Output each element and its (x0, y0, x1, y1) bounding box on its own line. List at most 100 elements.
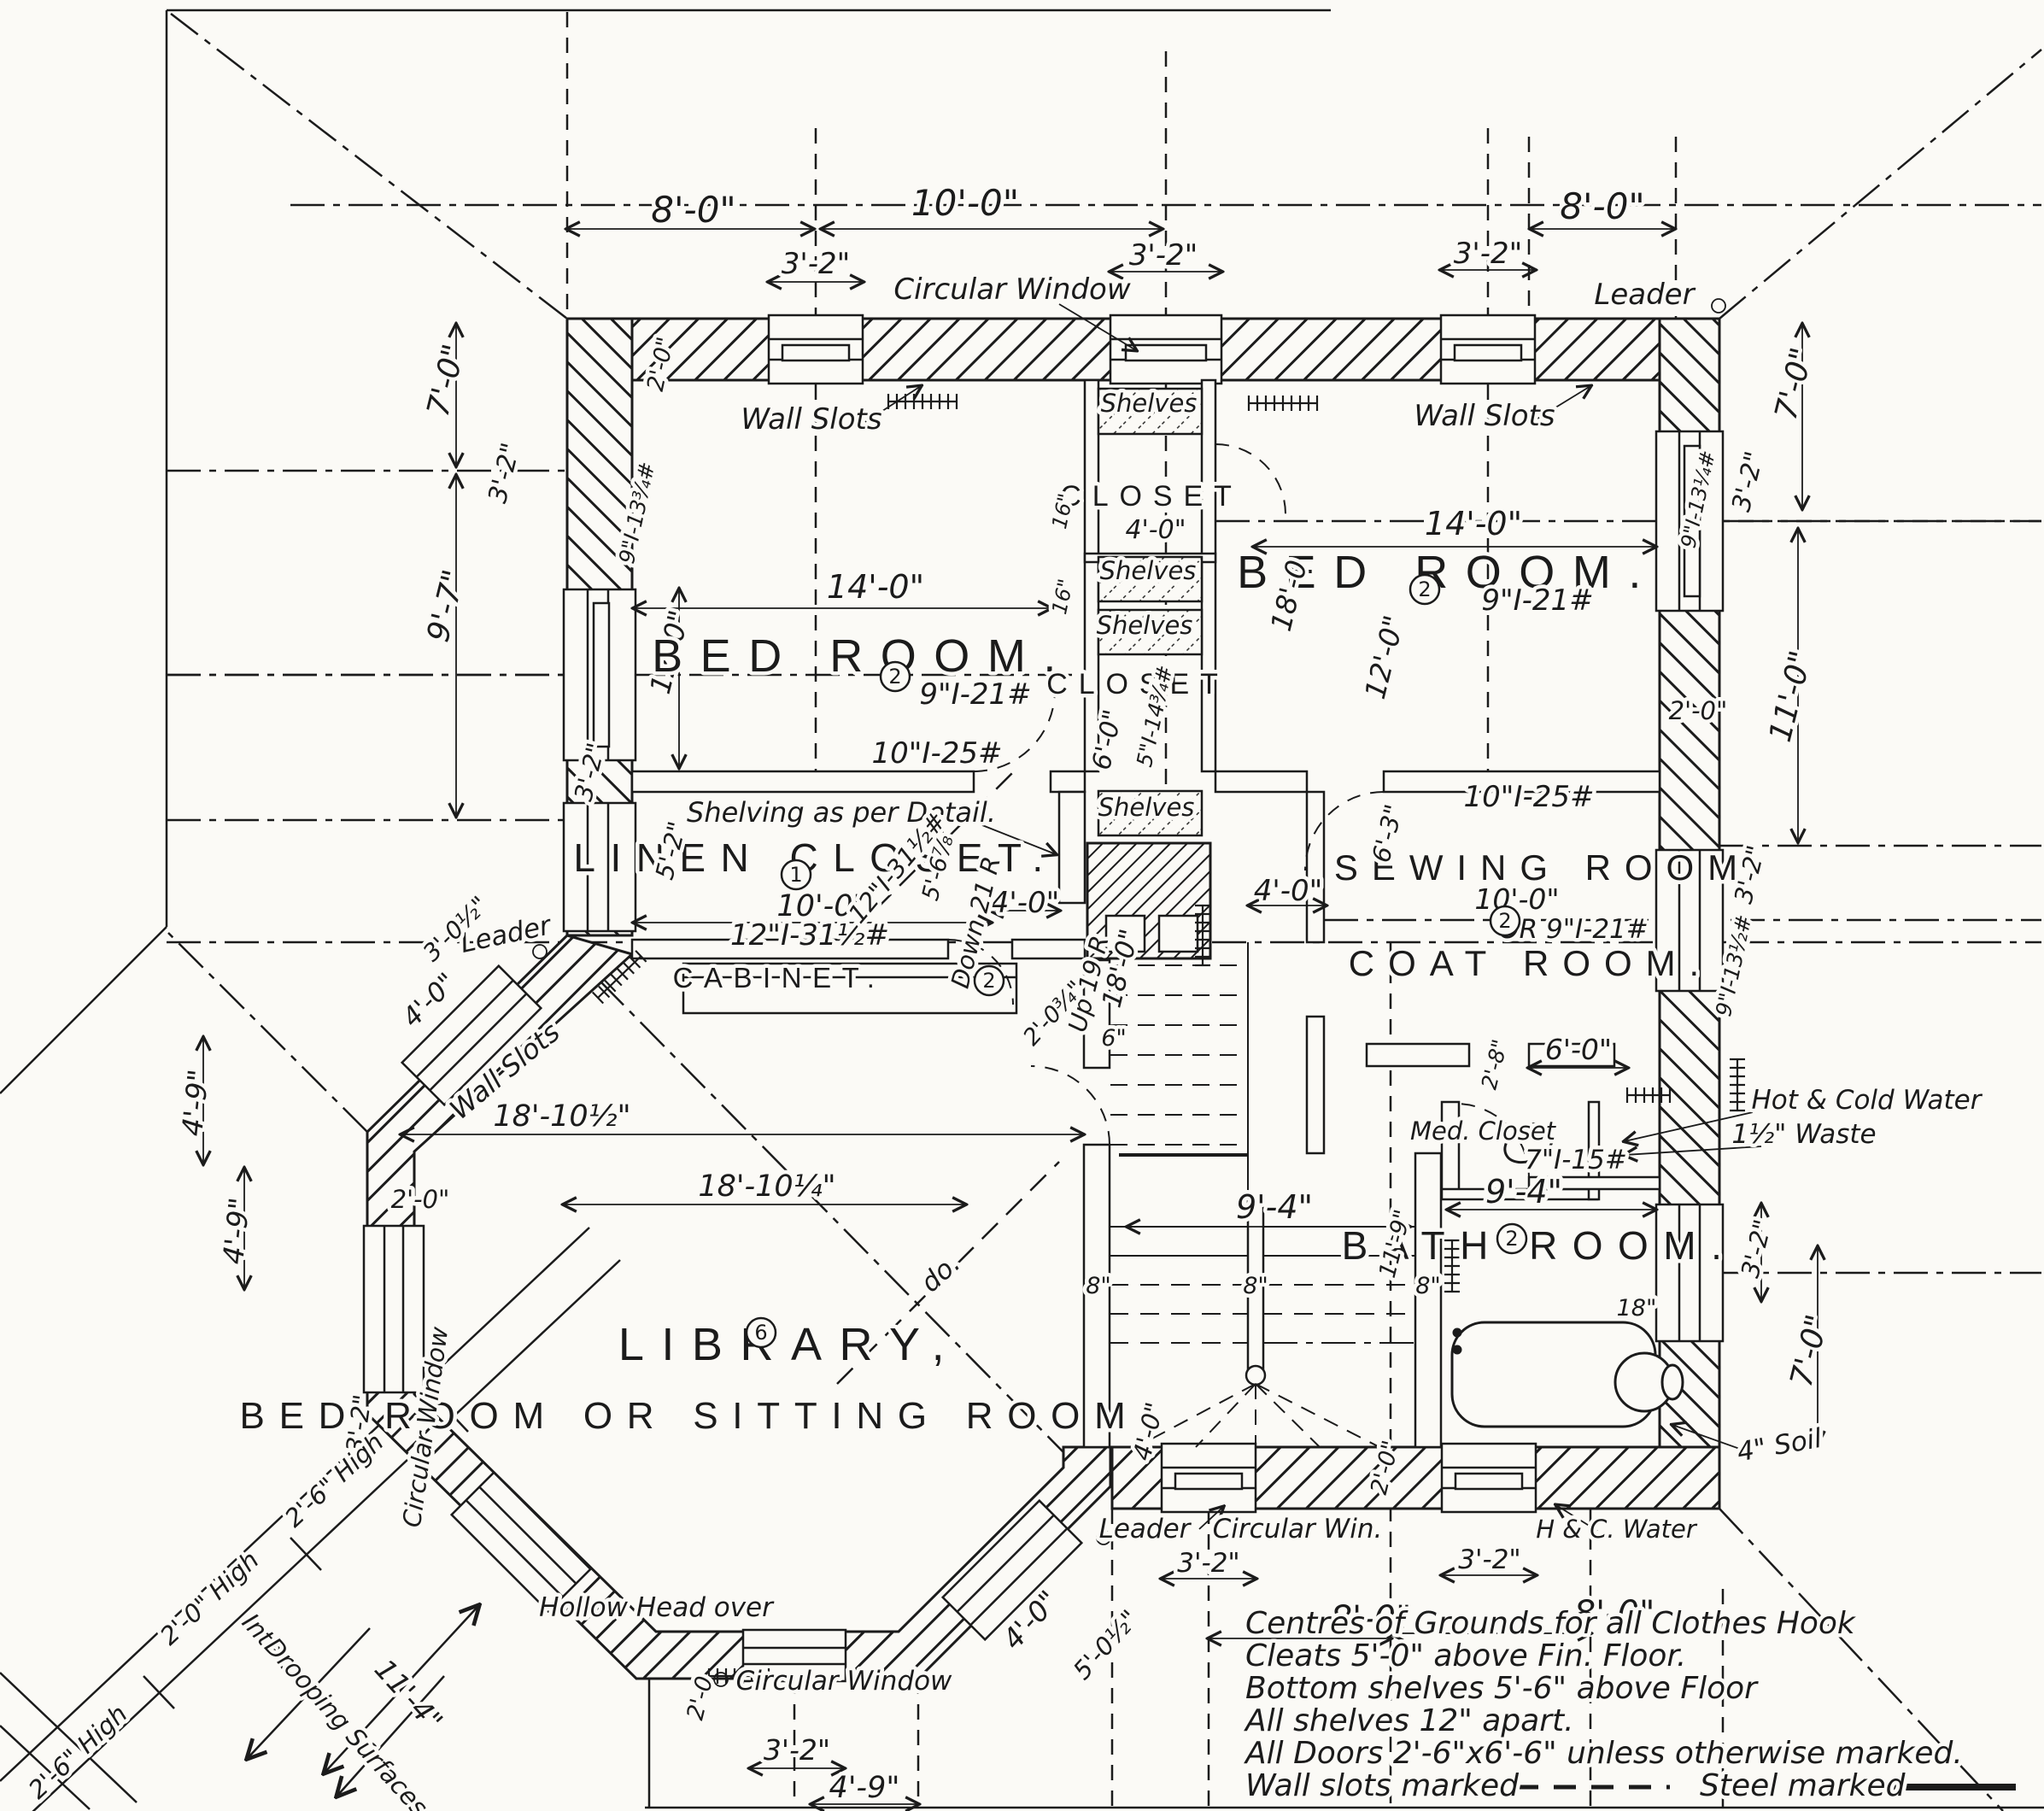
circled-number-text: 2 (982, 969, 995, 993)
dim-label: Shelves (1100, 556, 1197, 585)
dim-label: 6'-0" (1545, 1033, 1612, 1066)
dim-label: 5'-0½" (1068, 1604, 1145, 1685)
dim-label: Circular Window (736, 1666, 952, 1697)
window-top-left (767, 314, 864, 385)
wall-slot-tick-group (1444, 1239, 1460, 1293)
wall-slot-tick-group (1730, 1058, 1745, 1112)
dim-label: Hollow Head over (539, 1592, 775, 1623)
window-left-bedroom (562, 588, 637, 762)
dim-label: 14'-0" (1425, 505, 1522, 542)
dim-label: 9'-4" (1485, 1173, 1562, 1210)
circled-number (973, 964, 1005, 997)
room-label: COAT ROOM. (1349, 943, 1713, 983)
dim-label: 7'-0" (1784, 1311, 1836, 1391)
dim-label: 8" (1086, 1273, 1111, 1299)
dim-label: 9"I-21# (919, 677, 1031, 712)
dim-label: Shelves (1098, 793, 1195, 822)
window-right-bedroom (1655, 430, 1725, 612)
wall-slot-tick-group (707, 1668, 770, 1684)
dim-label: 10"I-25# (872, 736, 1003, 771)
dim-label: 4'-9" (216, 1196, 256, 1266)
wall-slot-tick-group (1195, 904, 1210, 967)
window-south-stair (1160, 1442, 1257, 1514)
dim-label: Wall Slots (741, 402, 881, 437)
dim-label: Shelving as per Detail. (687, 796, 996, 829)
window-south-bath (1440, 1442, 1537, 1514)
circled-numbers-layer: 2 2 1 2 6 2 2 (745, 573, 1528, 1349)
note-line: All shelves 12" apart. (1244, 1703, 1574, 1738)
dim-label: 16" (1047, 577, 1078, 616)
labels-layer: 8'-0"10'-0"8'-0"3'-2"3'-2"3'-2"Circular … (19, 179, 1987, 1811)
window-right-bath (1655, 1203, 1725, 1343)
dim-label: 18" (1617, 1295, 1657, 1322)
dim-label: 11'-0" (1763, 648, 1819, 746)
window-bay-west (362, 1224, 425, 1394)
circled-number-text: 2 (1505, 1227, 1518, 1251)
lavatory-basin (1503, 1122, 1555, 1164)
dim-label: 14'-0" (827, 568, 924, 606)
wall-slot-ticks-layer (591, 394, 1745, 1684)
dim-label: 3'-2" (1129, 238, 1198, 273)
bath-fixtures-layer (1450, 1122, 1684, 1428)
dim-label: 3'-2" (764, 1733, 830, 1767)
dim-label: Circular Window (893, 273, 1130, 307)
dim-label: 4'-9" (829, 1771, 900, 1805)
dim-label: 2'-0" (391, 1185, 450, 1214)
wall-slot-tick-group (591, 950, 647, 1005)
toilet-tank (1660, 1363, 1684, 1401)
window-top-right (1439, 314, 1537, 385)
dim-label: 9'-7" (421, 566, 472, 646)
window-top-circular (1109, 314, 1223, 385)
dim-label: Wall Slots (1414, 399, 1555, 433)
dim-label: 9"I-21# (1481, 583, 1593, 618)
dim-label: 9'-4" (1236, 1188, 1313, 1226)
circled-number (1496, 1222, 1528, 1255)
wall-slot-tick-group (887, 394, 958, 409)
circled-number-text: 6 (754, 1321, 767, 1345)
room-label: LIBRARY, (618, 1319, 962, 1370)
dim-label: Circular Win. (1213, 1514, 1383, 1544)
window-left-linen (562, 801, 637, 933)
dim-label: 8" (1243, 1273, 1268, 1299)
dim-label: 3'-2" (1177, 1548, 1239, 1579)
dim-label: Hot & Cold Water (1752, 1085, 1983, 1116)
porch-roof-layer (0, 1227, 621, 1811)
note-line: Wall slots marked (1245, 1768, 1520, 1803)
circled-number-text: 1 (789, 863, 802, 887)
dim-label: Med. Closet (1410, 1116, 1557, 1146)
dim-label: 8" (1415, 1273, 1441, 1299)
dim-label: 18'-0 (1264, 557, 1314, 635)
dim-label: 3'-2" (483, 440, 526, 506)
dim-label: 7"I-15# (1525, 1145, 1627, 1175)
dim-label: Leader (1594, 278, 1696, 312)
dim-label: 4'-0" (991, 886, 1060, 920)
wall-slot-tick-group (1247, 396, 1319, 411)
circled-number (745, 1316, 777, 1349)
dim-label: 3'-2" (1726, 448, 1770, 514)
dim-label: 3'-2" (782, 247, 851, 281)
dim-label: 6" (1101, 1025, 1127, 1052)
dim-label: 16" (1047, 491, 1078, 530)
room-label: BED ROOM. (652, 630, 1074, 682)
circled-number-text: 2 (1418, 577, 1431, 601)
dim-label: 3'-2" (1458, 1544, 1520, 1575)
dim-label: 1½" Waste (1731, 1119, 1876, 1150)
dim-label: 10'-0" (1474, 882, 1559, 916)
note-line: Cleats 5'-0" above Fin. Floor. (1245, 1638, 1686, 1673)
circled-number (1409, 573, 1441, 606)
note-line: Bottom shelves 5'-6" above Floor (1245, 1671, 1759, 1706)
window-bay-nw (400, 964, 543, 1107)
dim-label: 2'-8" (1477, 1037, 1513, 1092)
room-label: CABINET. (673, 962, 886, 993)
dim-label: 3'-2" (1735, 1216, 1778, 1281)
room-label: BATH ROOM. (1342, 1223, 1737, 1268)
dim-label: 4'-9" (175, 1068, 215, 1138)
circled-number-text: 2 (888, 665, 901, 689)
dim-label: 8'-0" (1331, 1599, 1412, 1638)
dim-label: 4" Soil (1735, 1423, 1824, 1468)
circled-number-text: 2 (1498, 909, 1511, 933)
dim-label: 7'-0" (1769, 344, 1820, 424)
wall-slot-tick-group (1625, 1087, 1672, 1103)
dim-label: 11'-4" (368, 1652, 449, 1738)
